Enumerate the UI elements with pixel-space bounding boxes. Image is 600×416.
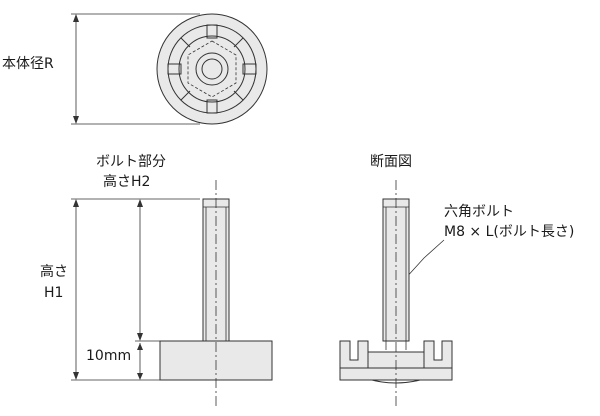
bolt-thread-inner	[201, 58, 223, 80]
arrow-up-icon	[137, 343, 143, 350]
bolt-part-label-line2: 高さH2	[103, 173, 150, 190]
bolt-label-line2: M8 × L(ボルト長さ)	[444, 224, 574, 240]
foot-inner-circle	[178, 35, 246, 103]
arrow-up-icon	[137, 199, 143, 207]
bolt-label-line1: 六角ボルト	[444, 204, 514, 220]
arrow-up-icon	[73, 14, 79, 22]
hex-nut-hidden-outline	[187, 40, 237, 98]
arrow-down-icon	[73, 372, 79, 380]
bolt-leader-line	[403, 239, 445, 281]
top-view: 本体径R	[2, 13, 268, 125]
base-height-label: 10mm	[86, 348, 131, 364]
diameter-label: 本体径R	[2, 56, 54, 72]
side-view: ボルト部分 高さH2 高さ H1 10mm	[40, 154, 273, 408]
arrow-down-icon	[137, 333, 143, 341]
arrow-down-icon	[73, 116, 79, 124]
section-view: 断面図 六角ボルト M8 × L(ボルト長さ)	[339, 154, 574, 408]
bolt-thread-outer	[195, 52, 229, 86]
section-title: 断面図	[370, 154, 412, 170]
foot-ribs	[167, 24, 257, 114]
height-label-line2: H1	[44, 285, 63, 301]
arrow-up-icon	[73, 199, 79, 207]
bolt-part-label-line1: ボルト部分	[96, 154, 166, 170]
height-label-line1: 高さ	[40, 263, 68, 280]
arrow-down-icon	[137, 373, 143, 380]
foot-outer-circle	[156, 13, 268, 125]
